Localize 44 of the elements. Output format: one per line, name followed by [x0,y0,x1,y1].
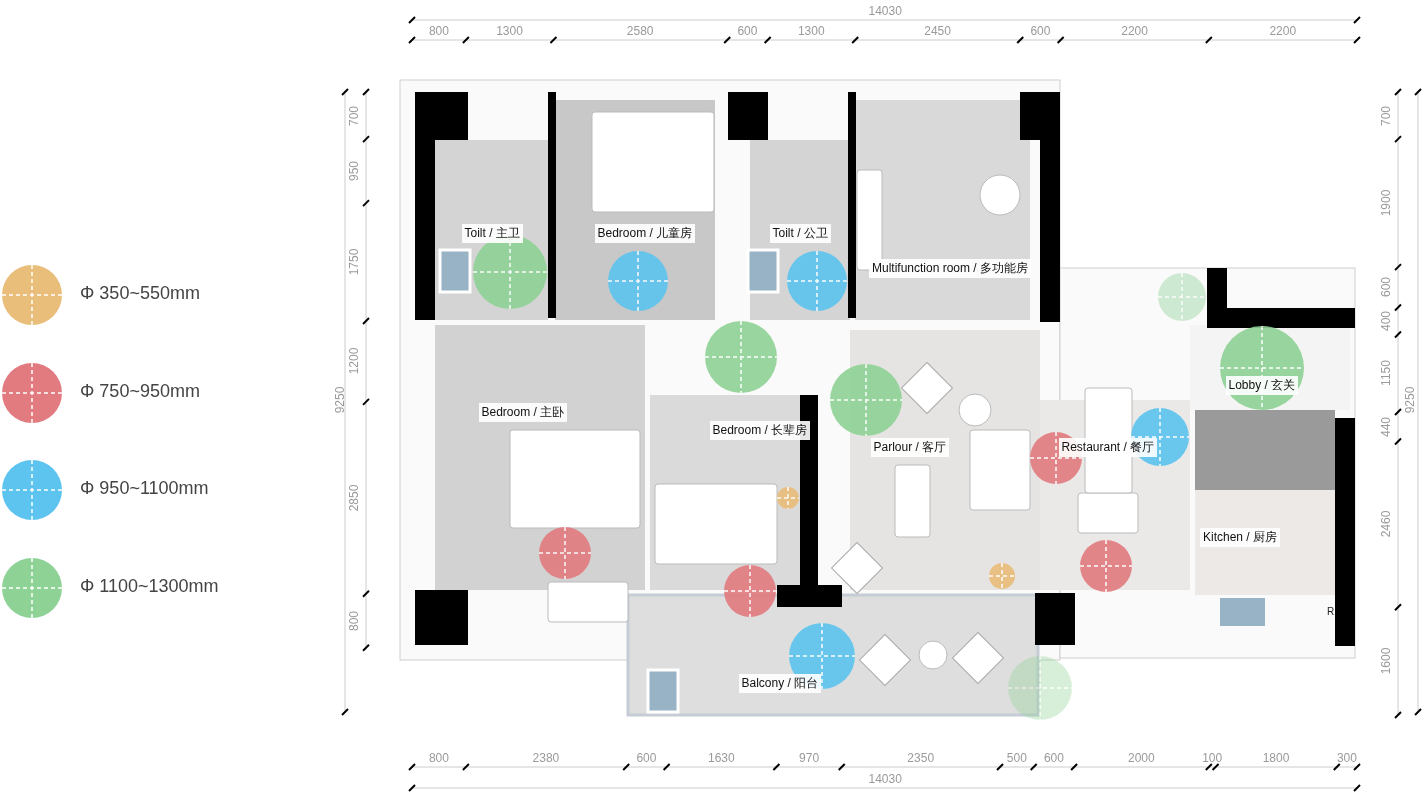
dimension-label: 1300 [496,25,523,37]
dimension-label: 2380 [532,752,560,764]
dimension-label: R [1327,606,1335,618]
dimension-label: 700 [348,105,360,126]
dimension-label: 14030 [868,773,902,785]
dimension-label: 2460 [1379,511,1392,538]
dimension-label: 2850 [347,484,360,512]
dimension-label: 600 [1030,25,1051,37]
dimension-label: 440 [1380,416,1392,437]
dimension-label: 2580 [626,25,654,37]
dimension-label: 1600 [1379,647,1392,675]
dimension-label: 2350 [907,752,935,764]
dimension-label: 2200 [1269,25,1297,37]
dimension-label: 600 [636,752,657,764]
dimension-label: 1900 [1379,189,1392,217]
dimension-label: 2200 [1121,25,1148,37]
dimension-label: 2000 [1127,752,1155,764]
dimension-label: 970 [799,752,820,764]
dimension-label: 9250 [333,386,346,414]
dimension-label: 700 [1380,105,1392,126]
dimension-label: 600 [1380,277,1392,298]
dimension-label: 100 [1202,752,1223,764]
legend-label: Φ 950~1100mm [80,478,209,499]
legend-label: Φ 350~550mm [80,283,200,304]
dimension-label: 950 [348,161,360,182]
dimension-label: 600 [737,25,758,37]
dimension-label: 1300 [797,25,825,37]
dimension-label: 800 [348,610,360,631]
dimension-label: 9250 [1403,386,1416,414]
dimension-label: 400 [1380,311,1392,331]
dimension-label: 1630 [708,752,735,764]
dimension-label: 300 [1336,752,1357,764]
dimension-label: 600 [1043,752,1064,764]
dimension-label: 500 [1006,752,1027,764]
dimension-label: 1750 [347,248,360,276]
dimension-label: 1200 [347,348,360,375]
legend-label: Φ 1100~1300mm [80,575,219,597]
legend-label: Φ 750~950mm [80,380,200,402]
dimension-label: 800 [428,25,449,37]
dimension-label: 1800 [1262,752,1290,764]
dimension-label: 1150 [1379,360,1392,387]
dimension-label: 800 [428,752,449,764]
dimension-label: 14030 [868,5,902,17]
dimension-label: 2450 [924,25,951,37]
